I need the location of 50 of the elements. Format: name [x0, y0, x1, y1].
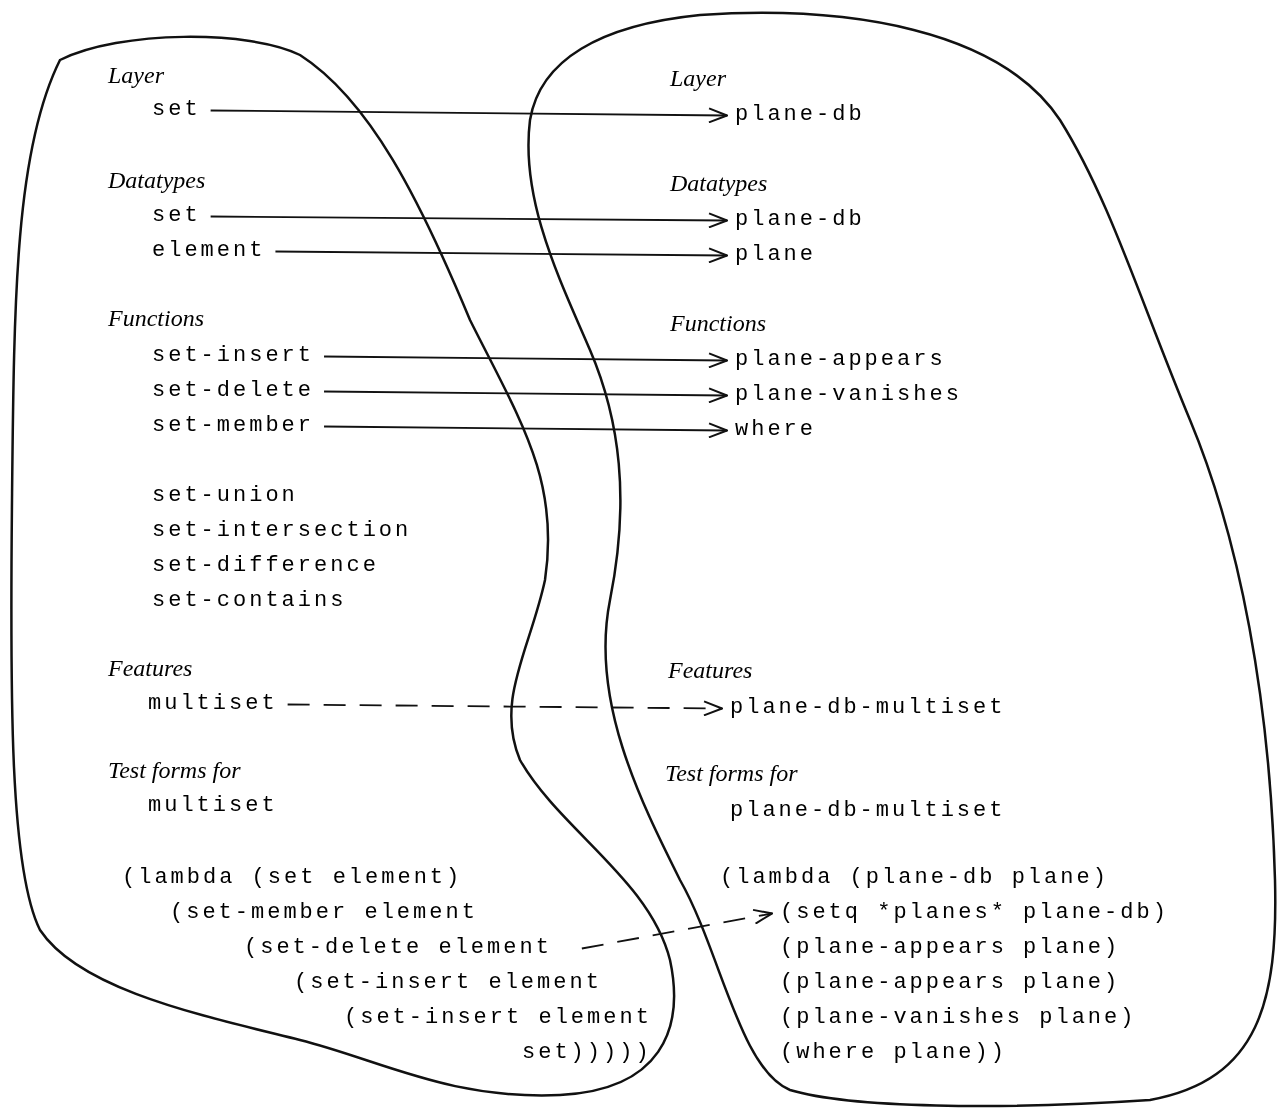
code-identifier: set-difference	[152, 552, 379, 580]
code-identifier: plane-db-multiset	[730, 797, 1006, 825]
dashed-arrow	[580, 908, 773, 950]
code-identifier: set-delete	[152, 373, 315, 408]
code-line: (set-insert element	[344, 1004, 652, 1032]
code-line: (set-delete element	[244, 934, 552, 962]
code-identifier: where	[735, 412, 816, 447]
code-identifier: multiset	[148, 686, 278, 721]
arrow	[274, 247, 728, 264]
code-line: (plane-appears plane)	[780, 969, 1121, 997]
code-line: (set-member element	[170, 899, 478, 927]
section-heading: Functions	[670, 309, 766, 338]
code-identifier: plane-vanishes	[735, 377, 962, 412]
section-heading: Features	[108, 654, 193, 683]
code-line: (lambda (set element)	[122, 864, 463, 892]
code-identifier: multiset	[148, 792, 278, 820]
code-identifier: set-intersection	[152, 517, 412, 545]
code-line: (plane-vanishes plane)	[780, 1004, 1137, 1032]
arrow	[209, 212, 728, 229]
code-line: (plane-appears plane)	[780, 934, 1121, 962]
section-heading: Test forms for	[108, 756, 241, 785]
code-identifier: set-union	[152, 482, 298, 510]
code-identifier: set-insert	[152, 338, 315, 373]
dashed-arrow	[286, 700, 723, 717]
code-identifier: set	[152, 198, 201, 233]
arrow	[323, 422, 728, 439]
section-heading: Test forms for	[665, 759, 798, 788]
section-heading: Functions	[108, 304, 204, 333]
section-heading: Datatypes	[108, 166, 206, 195]
arrow	[323, 387, 728, 404]
code-identifier: set-contains	[152, 587, 347, 615]
section-heading: Datatypes	[670, 169, 768, 198]
code-line: (where plane))	[780, 1039, 1007, 1067]
section-heading: Layer	[670, 64, 726, 93]
code-identifier: set-member	[152, 408, 315, 443]
section-heading: Features	[668, 656, 753, 685]
arrow	[209, 107, 728, 124]
code-identifier: plane-db-multiset	[730, 690, 1006, 725]
code-line: (setq *planes* plane-db)	[780, 899, 1169, 927]
code-line: (lambda (plane-db plane)	[720, 864, 1109, 892]
code-identifier: plane-db	[735, 97, 865, 132]
arrow	[323, 352, 728, 369]
code-identifier: set	[152, 92, 201, 127]
code-identifier: plane-db	[735, 202, 865, 237]
code-line: (set-insert element	[294, 969, 602, 997]
code-identifier: plane-appears	[735, 342, 946, 377]
code-identifier: element	[152, 233, 266, 268]
section-heading: Layer	[108, 61, 164, 90]
code-line: set)))))	[522, 1039, 652, 1067]
code-identifier: plane	[735, 237, 816, 272]
